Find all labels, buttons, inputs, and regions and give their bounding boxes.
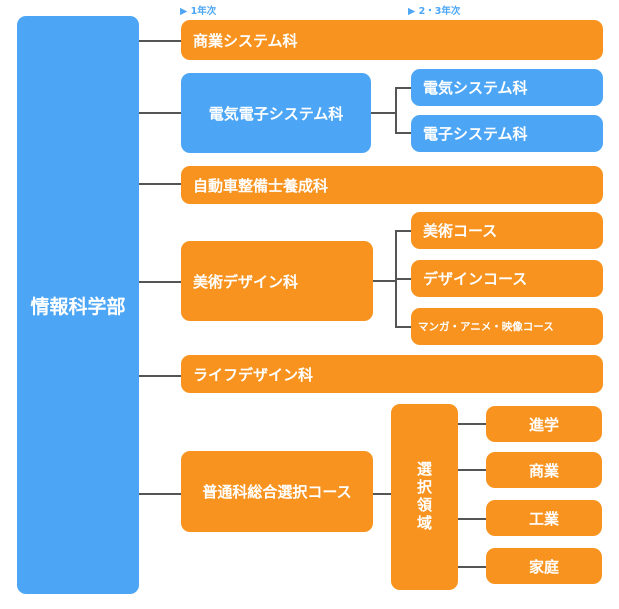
design-course-label: デザインコース xyxy=(423,270,528,288)
electrical-dept-label: 電気電子システム科 xyxy=(208,104,344,123)
automotive-box: 自動車整備士養成科 xyxy=(181,166,603,204)
connector-general-area xyxy=(373,493,391,495)
art-design-dept-label: 美術デザイン科 xyxy=(193,272,299,291)
connector-art-child2 xyxy=(395,278,411,280)
home-economics-label: 家庭 xyxy=(528,557,559,576)
phase-year23-label: ▶ 2・3年次 xyxy=(408,6,461,17)
art-design-dept-box: 美術デザイン科 xyxy=(181,241,373,321)
connector-electrical-child2 xyxy=(395,132,411,134)
selection-area-label: 選択領域 xyxy=(415,461,433,533)
connector-art-branch xyxy=(373,280,396,282)
connector-art-child1 xyxy=(395,230,411,232)
life-design-label: ライフデザイン科 xyxy=(193,365,314,384)
connector-root-electrical xyxy=(139,112,181,114)
home-economics-box: 家庭 xyxy=(486,548,602,584)
manga-anime-course-label: マンガ・アニメ・映像コース xyxy=(418,321,554,333)
commerce-system-box: 商業システム科 xyxy=(181,20,603,60)
connector-area-child2 xyxy=(458,469,486,471)
electrical-dept-box: 電気電子システム科 xyxy=(181,73,371,153)
electronic-system-label: 電子システム科 xyxy=(423,125,528,143)
root-faculty-label: 情報科学部 xyxy=(30,295,126,318)
connector-root-life-design xyxy=(139,375,181,377)
manga-anime-course-box: マンガ・アニメ・映像コース xyxy=(411,308,603,345)
electronic-system-box: 電子システム科 xyxy=(411,115,603,152)
connector-area-child3 xyxy=(458,518,486,520)
connector-electrical-vertical xyxy=(395,87,397,134)
connector-electrical-child1 xyxy=(395,87,411,89)
general-course-box: 普通科総合選択コース xyxy=(181,451,373,532)
connector-root-general xyxy=(139,493,181,495)
connector-root-commerce xyxy=(139,40,181,42)
general-course-label: 普通科総合選択コース xyxy=(202,483,352,501)
design-course-box: デザインコース xyxy=(411,260,603,297)
advancement-label: 進学 xyxy=(528,415,559,434)
automotive-label: 自動車整備士養成科 xyxy=(193,176,329,195)
life-design-box: ライフデザイン科 xyxy=(181,355,603,393)
commerce-system-label: 商業システム科 xyxy=(193,31,298,50)
electrical-system-box: 電気システム科 xyxy=(411,69,603,106)
industry-field-box: 工業 xyxy=(486,500,602,536)
connector-electrical-branch xyxy=(371,112,396,114)
commerce-field-box: 商業 xyxy=(486,452,602,488)
connector-art-child3 xyxy=(395,326,411,328)
root-faculty-box: 情報科学部 xyxy=(17,16,139,594)
connector-area-child4 xyxy=(458,566,486,568)
art-course-box: 美術コース xyxy=(411,212,603,249)
phase-year1-label: ▶ 1年次 xyxy=(180,6,217,17)
electrical-system-label: 電気システム科 xyxy=(423,79,528,97)
art-course-label: 美術コース xyxy=(423,222,498,240)
connector-area-child1 xyxy=(458,423,486,425)
industry-field-label: 工業 xyxy=(528,509,559,528)
commerce-field-label: 商業 xyxy=(528,461,559,480)
selection-area-box: 選択領域 xyxy=(391,404,458,590)
advancement-box: 進学 xyxy=(486,406,602,442)
connector-root-automotive xyxy=(139,183,181,185)
connector-root-art-design xyxy=(139,281,181,283)
